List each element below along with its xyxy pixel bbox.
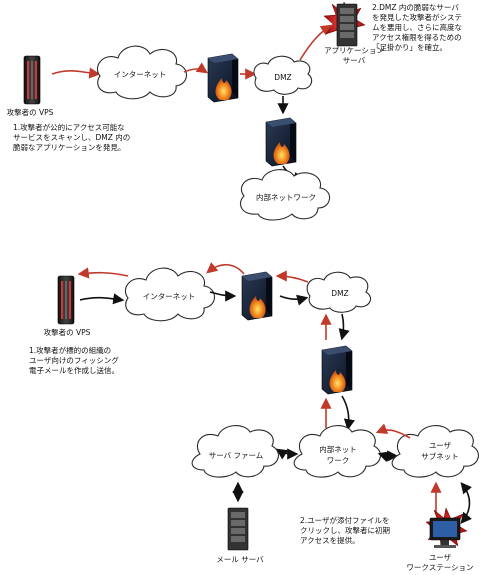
bidirectional-arrow [276, 448, 299, 460]
bottom-internet-cloud: インターネット [124, 267, 216, 322]
note-line: 電子メールを作成し送信。 [29, 365, 119, 375]
workstation-label-2: ワークステーション [406, 563, 473, 572]
user-subnet-label-2: サブネット [421, 451, 459, 461]
flow-arrow [79, 293, 125, 305]
flow-arrow [279, 294, 309, 306]
mail-server-icon [227, 507, 249, 551]
note-line: アクセスを提供。 [300, 535, 360, 545]
attack-arrow [299, 24, 332, 61]
attacker-server-icon [23, 55, 41, 105]
user-workstation: ユーザ ワークステーション [406, 507, 474, 572]
attack-arrow [51, 67, 101, 79]
bottom-firewall-icon [241, 271, 273, 321]
note-line: クリックし、攻撃者に初期 [300, 525, 390, 535]
top-internal-label: 内部ネットワーク [256, 192, 316, 202]
bottom-note-2: 2.ユーザが添付ファイルを クリックし、攻撃者に初期 アクセスを提供。 [300, 515, 390, 545]
server-farm-label: サーバ ファーム [209, 451, 264, 460]
attacker-server-icon [57, 275, 75, 325]
note-line: ムを悪用し、さらに高度な [372, 22, 462, 32]
server-farm-cloud: サーバ ファーム [191, 425, 279, 478]
flow-arrow [341, 395, 355, 431]
user-subnet-cloud: ユーザ サブネット [391, 425, 479, 478]
top-internet-label: インターネット [114, 70, 167, 79]
flow-arrow [338, 313, 350, 341]
bottom-attacker-label: 攻撃者の VPS [44, 327, 91, 337]
attack-arrow [77, 267, 129, 279]
top-app-server-label-2: サーバ [343, 56, 366, 65]
attack-arrow [206, 262, 245, 275]
top-app-server: アプリケーション サーバ [323, 1, 384, 65]
note-line: サービスをスキャンし、DMZ 内の [13, 132, 130, 142]
top-firewall-icon [207, 53, 239, 103]
note-line: 1.攻撃者が標的の組織の [29, 345, 111, 355]
top-internet-cloud: インターネット [96, 45, 188, 100]
bidirectional-arrow [377, 450, 399, 463]
top-dmz-label: DMZ [274, 73, 291, 82]
flow-arrow [209, 290, 237, 302]
note-line: 「足掛かり」を確立。 [372, 42, 447, 52]
note-line: 2.ユーザが添付ファイルを [300, 515, 390, 525]
application-server-icon [336, 3, 358, 47]
bottom-internal-network-cloud: 内部ネット ワーク [293, 425, 381, 478]
note-line: 1.攻撃者が公的にアクセス可能な [13, 122, 125, 132]
bottom-dmz-cloud: DMZ [306, 271, 371, 313]
bidirectional-arrow [460, 482, 472, 524]
attack-arrow [375, 423, 411, 439]
top-note-1: 1.攻撃者が公的にアクセス可能な サービスをスキャンし、DMZ 内の 脆弱なアプ… [13, 122, 130, 152]
top-internal-firewall-icon [265, 117, 297, 167]
top-note-2: 2.DMZ 内の脆弱なサーバ を発見した攻撃者がシステ ムを悪用し、さらに高度な… [372, 2, 462, 52]
user-subnet-label-1: ユーザ [429, 441, 452, 450]
top-app-server-label-1: アプリケーション [324, 46, 384, 55]
bottom-internet-label: インターネット [143, 292, 196, 301]
bottom-attacker-vps: 攻撃者の VPS [44, 275, 91, 337]
bottom-internal-label-1: 内部ネット [319, 444, 357, 454]
top-internal-network-cloud: 内部ネットワーク [240, 169, 331, 221]
attack-arrow [183, 62, 208, 74]
bottom-dmz-label: DMZ [331, 289, 348, 298]
bottom-note-1: 1.攻撃者が標的の組織の ユーザ向けのフィッシング 電子メールを作成し送信。 [29, 345, 119, 375]
bottom-internal-firewall-icon [321, 345, 353, 395]
top-dmz-cloud: DMZ [253, 55, 313, 95]
workstation-icon [429, 517, 461, 548]
bottom-internal-label-2: ワーク [327, 456, 350, 465]
top-attacker-vps: 攻撃者の VPS [7, 55, 54, 117]
workstation-label-1: ユーザ [429, 553, 452, 562]
mail-server: メール サーバ [216, 507, 264, 564]
bottom-diagram: 攻撃者の VPS インターネット DMZ 内部ネット ワーク [29, 262, 479, 572]
top-attacker-label: 攻撃者の VPS [7, 107, 54, 117]
note-line: 2.DMZ 内の脆弱なサーバ [372, 2, 459, 12]
note-line: 脆弱なアプリケーションを発見。 [13, 142, 125, 152]
top-diagram: 攻撃者の VPS インターネット DMZ アプリケーション サーバ 内部ネットワ… [7, 1, 462, 221]
mail-server-label: メール サーバ [216, 555, 264, 564]
attack-arrow [275, 270, 309, 283]
note-line: アクセス権限を得るための [372, 32, 462, 42]
note-line: を発見した攻撃者がシステ [372, 12, 462, 22]
note-line: ユーザ向けのフィッシング [29, 355, 119, 365]
